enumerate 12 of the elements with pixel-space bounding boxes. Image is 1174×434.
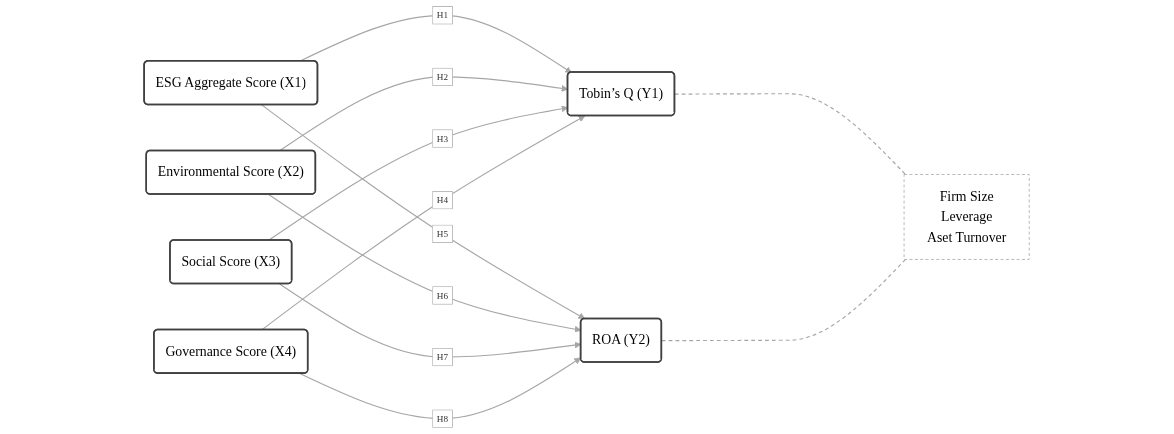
edge-label: H5 xyxy=(437,228,449,240)
edge-label: H4 xyxy=(437,194,449,206)
edge-label: H2 xyxy=(437,71,449,83)
node-box: Firm Size Leverage Aset Turnover xyxy=(904,174,1030,260)
edge-label: H6 xyxy=(437,290,449,301)
connector xyxy=(661,258,907,342)
arrow xyxy=(299,357,582,420)
edge-label: H8 xyxy=(437,413,449,425)
edge-label: H3 xyxy=(437,133,449,144)
connector xyxy=(674,93,907,176)
edge-label: H1 xyxy=(437,9,449,21)
edge-label: H7 xyxy=(437,351,449,363)
